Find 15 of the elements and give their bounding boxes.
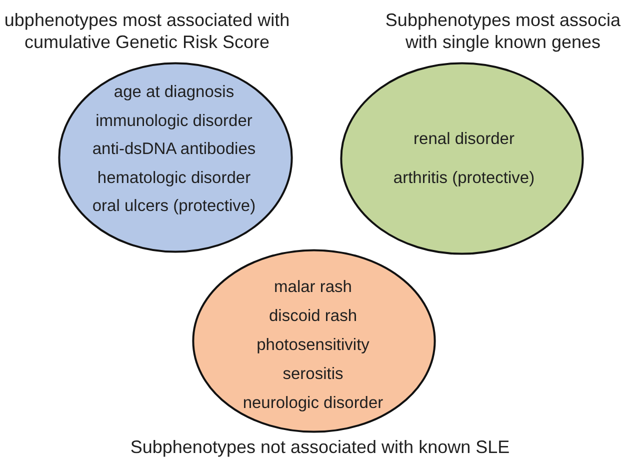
group-heading: Subphenotypes most associa with single known genes [384, 9, 622, 53]
phenotype-label: arthritis (protective) [393, 168, 535, 188]
phenotype-label: serositis [282, 364, 344, 384]
phenotype-label: hematologic disorder [97, 168, 251, 188]
group-heading: ubphenotypes most associated with cumulative Genetic Risk Score [3, 9, 291, 53]
phenotype-label: malar rash [274, 277, 352, 297]
phenotype-label: discoid rash [268, 306, 358, 326]
phenotype-label: immunologic disorder [96, 110, 252, 130]
group-heading: Subphenotypes not associated with known SLE [130, 436, 510, 458]
phenotype-label: oral ulcers (protective) [92, 196, 256, 216]
phenotype-label: photosensitivity [256, 335, 370, 355]
phenotype-label: anti-dsDNA antibodies [92, 139, 256, 159]
phenotype-label: neurologic disorder [242, 393, 384, 413]
phenotype-label: renal disorder [414, 129, 514, 149]
phenotype-label: age at diagnosis [114, 82, 234, 102]
